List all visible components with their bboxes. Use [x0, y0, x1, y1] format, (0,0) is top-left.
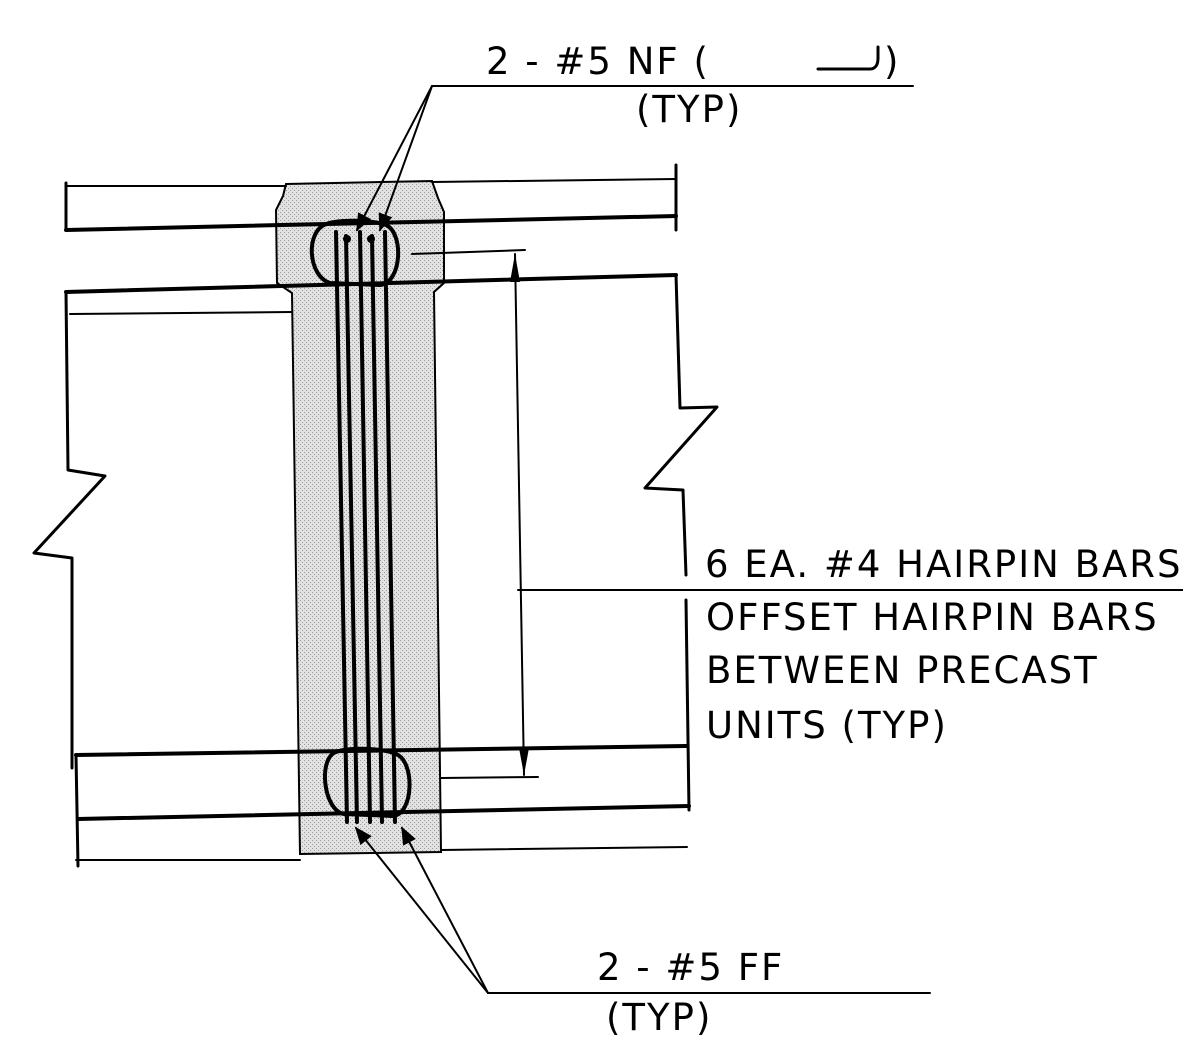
bottom-callout-text: 2 - #5 FF	[597, 946, 784, 989]
hook-bar-symbol	[816, 45, 880, 71]
dimension-line	[411, 249, 539, 779]
top-callout-leader	[356, 45, 914, 232]
top-callout-text: 2 - #5 NF (	[486, 40, 710, 83]
right-callout-line1: 6 EA. #4 HAIRPIN BARS	[705, 543, 1182, 586]
top-callout-typ: (TYP)	[636, 88, 742, 131]
precast-unit-left	[32, 181, 301, 868]
top-callout-text-end: )	[884, 40, 900, 83]
right-callout-line2: OFFSET HAIRPIN BARS	[706, 596, 1159, 639]
right-callout-line3: BETWEEN PRECAST	[706, 649, 1099, 692]
nf-bar-dot-1	[343, 235, 351, 243]
bottom-callout-typ: (TYP)	[606, 996, 712, 1038]
hairpin-bars	[309, 218, 412, 824]
bottom-callout-leader	[354, 826, 931, 994]
nf-bar-dot-2	[367, 235, 375, 243]
right-callout-line4: UNITS (TYP)	[706, 704, 948, 747]
precast-unit-right	[431, 163, 719, 851]
grout-joint-fill	[274, 179, 445, 856]
